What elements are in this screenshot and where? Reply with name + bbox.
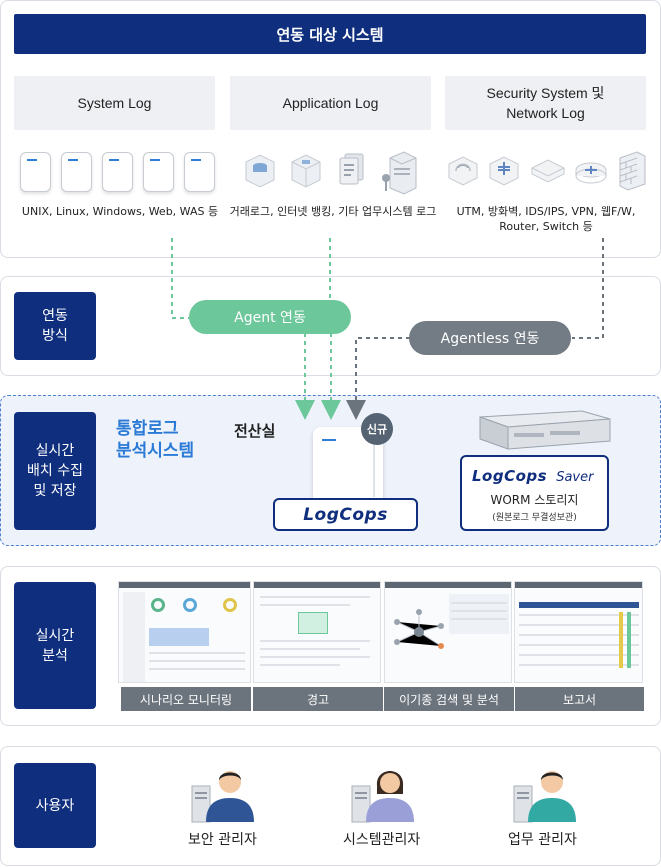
search-analysis-screenshot	[384, 581, 512, 683]
rack-server-icon	[479, 410, 611, 450]
scenario-monitoring-caption: 시나리오 모니터링	[121, 687, 251, 711]
database-icon	[245, 154, 275, 188]
logcops-logo-text: LogCops	[303, 504, 388, 525]
router-icon	[489, 156, 519, 186]
analysis-section-label: 실시간 분석	[14, 582, 96, 709]
report-screenshot	[514, 581, 643, 683]
logcops-saver-logo: LogCops Saver	[472, 466, 593, 485]
server-icon	[20, 152, 51, 192]
document-stack-icon	[339, 153, 364, 185]
saver-logo-text: LogCops	[472, 467, 548, 485]
application-log-box: Application Log	[230, 76, 431, 130]
security-network-caption: UTM, 방화벽, IDS/IPS, VPN, 웹F/W, Router, Sw…	[456, 205, 636, 233]
system-log-box: System Log	[14, 76, 215, 130]
worm-storage-box: LogCops Saver WORM 스토리지 (원본로그 무결성보관)	[460, 455, 609, 531]
agentless-method-pill: Agentless 연동	[409, 321, 571, 355]
flow-connectors	[171, 238, 604, 420]
new-badge: 신규	[361, 413, 393, 445]
business-admin-icon	[513, 771, 576, 823]
method-section-label: 연동 방식	[14, 292, 96, 360]
security-admin-icon	[191, 771, 254, 823]
server-icon	[102, 152, 133, 192]
application-log-caption: 거래로그, 인터넷 뱅킹, 기타 업무시스템 로그	[229, 205, 437, 218]
worm-storage-label: WORM 스토리지	[490, 493, 579, 507]
utm-appliance-icon	[448, 156, 478, 186]
security-admin-label: 보안 관리자	[188, 832, 257, 848]
cube-server-icon	[291, 154, 321, 188]
server-icon	[184, 152, 215, 192]
security-network-log-box: Security System 및 Network Log	[445, 76, 646, 130]
integrated-log-title: 통합로그 분석시스템	[116, 419, 195, 461]
datacenter-label: 전산실	[234, 422, 276, 440]
alert-screenshot	[253, 581, 381, 683]
system-admin-label: 시스템관리자	[343, 832, 421, 848]
system-log-caption: UNIX, Linux, Windows, Web, WAS 등	[21, 205, 219, 218]
router-disk-icon	[575, 162, 607, 184]
realtime-section-label: 실시간 배치 수집 및 저장	[14, 412, 96, 530]
monitoring-screenshot	[118, 581, 251, 683]
search-analysis-caption: 이기종 검색 및 분석	[384, 687, 514, 711]
saver-suffix: Saver	[556, 470, 594, 485]
switch-icon	[531, 159, 565, 183]
server-icon	[143, 152, 174, 192]
business-admin-label: 업무 관리자	[508, 832, 577, 848]
worm-storage-sub: (원본로그 무결성보관)	[492, 513, 577, 523]
target-systems-banner: 연동 대상 시스템	[14, 14, 646, 54]
agent-method-pill: Agent 연동	[189, 300, 351, 334]
system-admin-icon	[351, 771, 414, 823]
server-icon	[61, 152, 92, 192]
report-caption: 보고서	[515, 687, 644, 711]
alert-caption: 경고	[253, 687, 383, 711]
users-section-label: 사용자	[14, 763, 96, 848]
key-server-icon	[382, 151, 417, 195]
firewall-icon	[619, 151, 646, 191]
logcops-logo: LogCops	[273, 498, 418, 531]
